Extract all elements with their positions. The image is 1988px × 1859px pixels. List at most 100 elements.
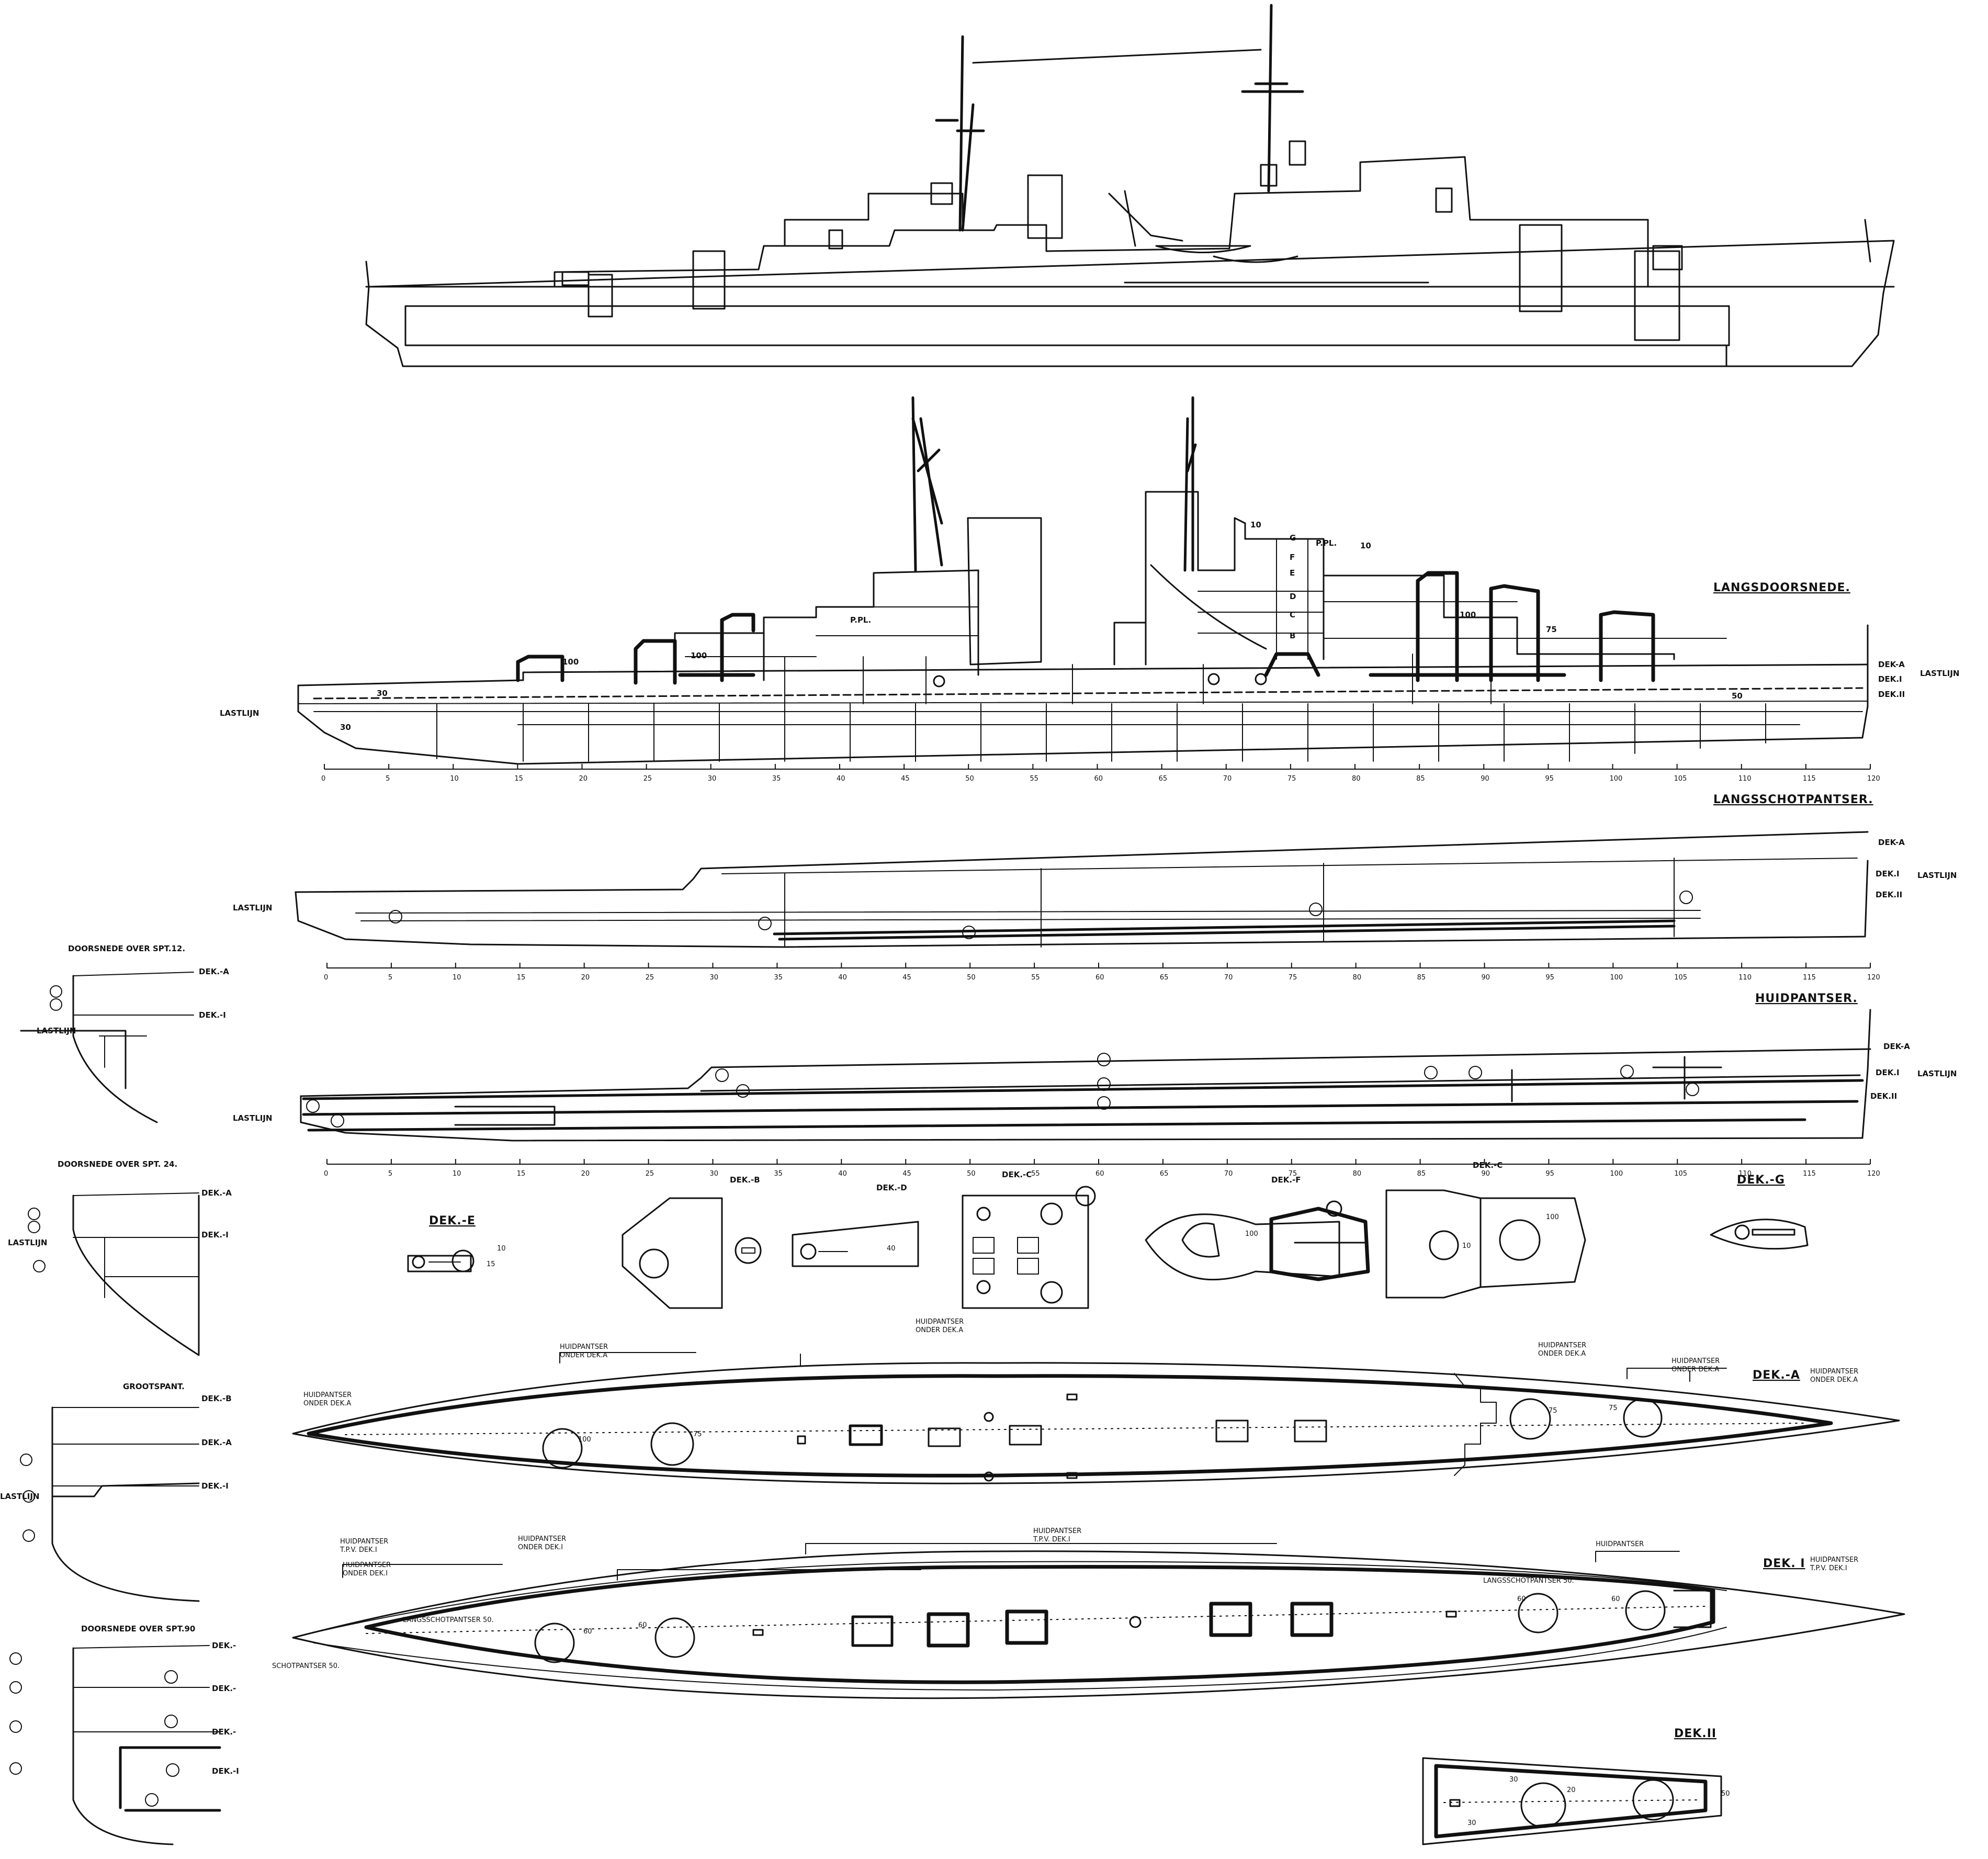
plan-a-100: 100 <box>578 1436 591 1444</box>
label-dek-f: DEK.-F <box>1271 1175 1301 1185</box>
superstructure-letter-f: F <box>1290 553 1295 562</box>
frame-tick-label: 120 <box>1867 1170 1880 1178</box>
frame-tick-label: 5 <box>386 775 390 783</box>
plan-c-100: 100 <box>1546 1213 1559 1221</box>
langs-dek-a: DEK-A <box>1878 660 1905 669</box>
deck-i-plan <box>292 1543 1905 1699</box>
frame-tick-label: 95 <box>1545 1170 1554 1178</box>
spt12-lastlijn: LASTLIJN <box>37 1026 76 1035</box>
plan-ii-30: 30 <box>1509 1776 1518 1784</box>
note-tpv-dek-i-2: T.P.V. DEK.I <box>340 1546 377 1554</box>
frame-tick-label: 60 <box>1095 974 1104 982</box>
armor-value-10: 10 <box>1360 541 1371 550</box>
section-spt12 <box>20 972 194 1123</box>
section-spt24 <box>28 1192 200 1356</box>
plan-d-40: 40 <box>887 1245 896 1253</box>
plan-i-60: 60 <box>583 1628 592 1636</box>
plan-c-10: 10 <box>1462 1242 1471 1250</box>
frame-tick-label: 15 <box>517 974 526 982</box>
armor-value-75: 75 <box>1546 625 1557 634</box>
note-huidpantser-a3: HUIDPANTSER <box>303 1391 352 1399</box>
drawing-labels: LANGSDOORSNEDE. LANGSSCHOTPANTSER. HUIDP… <box>0 520 1959 1827</box>
frame-tick-label: 115 <box>1803 974 1816 982</box>
spt90-dek-1: DEK.- <box>212 1641 236 1650</box>
label-dek-c-2: DEK.-C <box>1473 1161 1503 1170</box>
outboard-profile <box>365 4 1895 367</box>
frame-tick-label: 15 <box>514 775 523 783</box>
note-huidpantser-i6: HUIDPANTSER <box>1810 1556 1858 1564</box>
armor-value-100: 100 <box>1460 610 1476 619</box>
note-onder-dek-a-4: ONDER DEK.A <box>1538 1350 1586 1358</box>
schot-dek-i: DEK.I <box>1876 869 1900 878</box>
langs-lastlijn: LASTLIJN <box>1920 669 1959 678</box>
frame-tick-label: 80 <box>1353 974 1362 982</box>
plan-ii-50: 50 <box>1721 1790 1730 1798</box>
frame-tick-label: 50 <box>967 974 976 982</box>
frame-tick-label: 20 <box>581 1170 590 1178</box>
frame-tick-label: 0 <box>321 775 325 783</box>
frame-tick-label: 10 <box>450 775 459 783</box>
spt12-dek-a: DEK.-A <box>199 967 229 976</box>
frame-tick-label: 20 <box>579 775 588 783</box>
plan-a-75c: 75 <box>1609 1404 1618 1412</box>
title-dek-ii-plan: DEK.II <box>1674 1727 1716 1740</box>
frame-tick-label: 115 <box>1803 1170 1816 1178</box>
frame-tick-label: 100 <box>1610 974 1623 982</box>
note-onder-dek-a-3: ONDER DEK.A <box>303 1400 351 1407</box>
frame-tick-label: 25 <box>643 775 652 783</box>
frame-tick-label: 105 <box>1674 775 1687 783</box>
huid-lastlijn-fwd: LASTLIJN <box>233 1113 272 1123</box>
frame-tick-label: 110 <box>1738 1170 1752 1178</box>
superstructure-letter-e: E <box>1290 568 1295 578</box>
note-huidpantser-a2: HUIDPANTSER <box>916 1318 964 1326</box>
title-dek-i-plan: DEK. I <box>1763 1557 1805 1570</box>
note-onder-dek-a-5: ONDER DEK.A <box>1671 1366 1719 1373</box>
plan-ii-30b: 30 <box>1467 1819 1476 1827</box>
note-langsschotpantser-2: LANGSSCHOTPANTSER 50. <box>1483 1577 1574 1585</box>
frame-tick-label: 95 <box>1545 974 1554 982</box>
armor-value-30: 30 <box>377 689 388 698</box>
frame-tick-label: 85 <box>1417 1170 1426 1178</box>
plan-i-60d: 60 <box>1611 1595 1620 1603</box>
schot-dek-ii: DEK.II <box>1876 890 1902 899</box>
frame-tick-label: 50 <box>967 1170 976 1178</box>
plan-f-100: 100 <box>1245 1230 1258 1238</box>
frame-tick-label: 85 <box>1416 775 1425 783</box>
frame-tick-label: 40 <box>838 1170 847 1178</box>
frame-tick-label: 100 <box>1610 1170 1623 1178</box>
plan-a-75b: 75 <box>1549 1407 1557 1415</box>
title-langsschotpantser: LANGSSCHOTPANTSER. <box>1713 793 1873 806</box>
grootspant-dek-a: DEK.-A <box>201 1438 232 1447</box>
upper-deck-plans <box>407 1186 1809 1309</box>
spt90-dek-2: DEK.- <box>212 1684 236 1693</box>
frame-tick-label: 45 <box>901 775 910 783</box>
note-huidpantser-i4: HUIDPANTSER <box>343 1561 391 1569</box>
frame-tick-label: 75 <box>1289 974 1297 982</box>
superstructure-letter-g: G <box>1290 533 1296 543</box>
schot-dek-a: DEK-A <box>1878 838 1905 847</box>
note-onder-dek-a-6: ONDER DEK.A <box>1810 1376 1858 1384</box>
frame-tick-label: 5 <box>388 1170 392 1178</box>
armor-value-100-b: 100 <box>691 651 707 660</box>
ppl-label: P.PL. <box>1316 538 1337 548</box>
frame-tick-label: 45 <box>902 974 911 982</box>
frame-tick-label: 110 <box>1738 775 1752 783</box>
deck-ii-plan <box>1422 1757 1722 1845</box>
note-onder-dek-i-2: ONDER DEK.I <box>343 1570 388 1578</box>
label-dek-d: DEK.-D <box>876 1183 907 1192</box>
label-dek-e: DEK.-E <box>429 1214 476 1227</box>
label-dek-g: DEK.-G <box>1737 1174 1785 1187</box>
plan-e-15: 15 <box>487 1260 495 1268</box>
frame-tick-label: 25 <box>646 974 654 982</box>
langs-dek-ii: DEK.II <box>1878 690 1905 699</box>
note-onder-dek-i-1: ONDER DEK.I <box>518 1543 563 1551</box>
frame-tick-label: 10 <box>453 1170 461 1178</box>
frame-tick-label: 35 <box>772 775 781 783</box>
frame-tick-label: 35 <box>774 974 783 982</box>
frame-tick-label: 20 <box>581 974 590 982</box>
frame-tick-label: 80 <box>1353 1170 1362 1178</box>
spt12-dek-i: DEK.-I <box>199 1010 226 1020</box>
plan-ii-20: 20 <box>1567 1786 1576 1794</box>
